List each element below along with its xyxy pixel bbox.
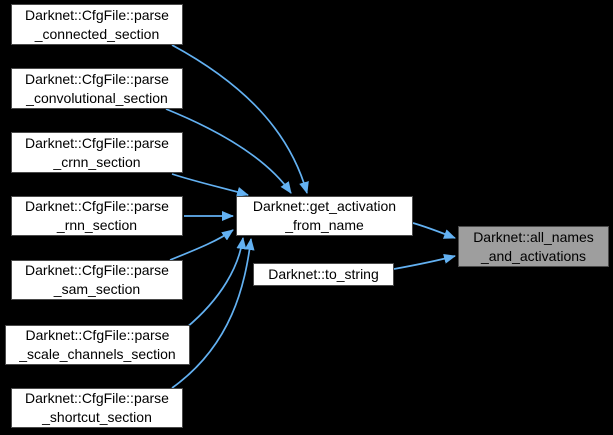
node-label-line: Darknet::CfgFile::parse [25,70,169,87]
edge-shortcut-to-get-activation [171,238,255,389]
edge-convolutional-to-get-activation [165,108,292,194]
edge-scale-channels-to-get-activation [185,237,247,329]
node-parse-connected-section[interactable]: Darknet::CfgFile::parse _connected_secti… [11,4,183,45]
node-label-line: _and_activations [480,247,587,264]
edge-get-activation-to-all-names [412,222,456,239]
node-label-line: _convolutional_section [26,89,168,106]
node-label-line: _scale_channels_section [19,346,176,362]
node-all-names-and-activations: Darknet::all_names _and_activations [458,226,609,267]
node-label-line: Darknet::get_activation [252,198,397,214]
node-label-line: _connected_section [34,25,160,42]
node-label-line: Darknet::CfgFile::parse [25,198,169,214]
node-label-line: _from_name [285,217,364,233]
node-label-line: Darknet::CfgFile::parse [25,262,169,278]
edge-to-string-to-all-names [393,253,456,270]
node-label-line: Darknet::CfgFile::parse [25,327,170,343]
node-label-line: _rnn_section [56,217,138,233]
node-parse-shortcut-section[interactable]: Darknet::CfgFile::parse _shortcut_sectio… [11,388,183,428]
edge-sam-to-get-activation [169,229,234,261]
node-parse-rnn-section[interactable]: Darknet::CfgFile::parse _rnn_section [11,196,183,236]
node-label-line: Darknet::CfgFile::parse [25,6,169,23]
node-label-line: _crnn_section [53,153,141,170]
node-label-line: _shortcut_section [42,409,152,425]
edge-connected-to-get-activation [171,44,309,194]
node-parse-convolutional-section[interactable]: Darknet::CfgFile::parse _convolutional_s… [11,68,183,109]
node-label-line: _sam_section [53,281,141,297]
node-label-line: Darknet::all_names [473,228,594,245]
node-label-line: Darknet::CfgFile::parse [25,390,169,406]
edge-crnn-to-get-activation [171,173,249,197]
node-parse-sam-section[interactable]: Darknet::CfgFile::parse _sam_section [11,260,183,300]
node-to-string[interactable]: Darknet::to_string [253,263,394,286]
node-get-activation-from-name[interactable]: Darknet::get_activation _from_name [236,196,413,236]
node-parse-scale-channels-section[interactable]: Darknet::CfgFile::parse _scale_channels_… [5,325,190,365]
node-label-line: Darknet::CfgFile::parse [25,134,169,151]
node-parse-crnn-section[interactable]: Darknet::CfgFile::parse _crnn_section [11,132,183,173]
node-label-line: Darknet::to_string [268,266,379,282]
